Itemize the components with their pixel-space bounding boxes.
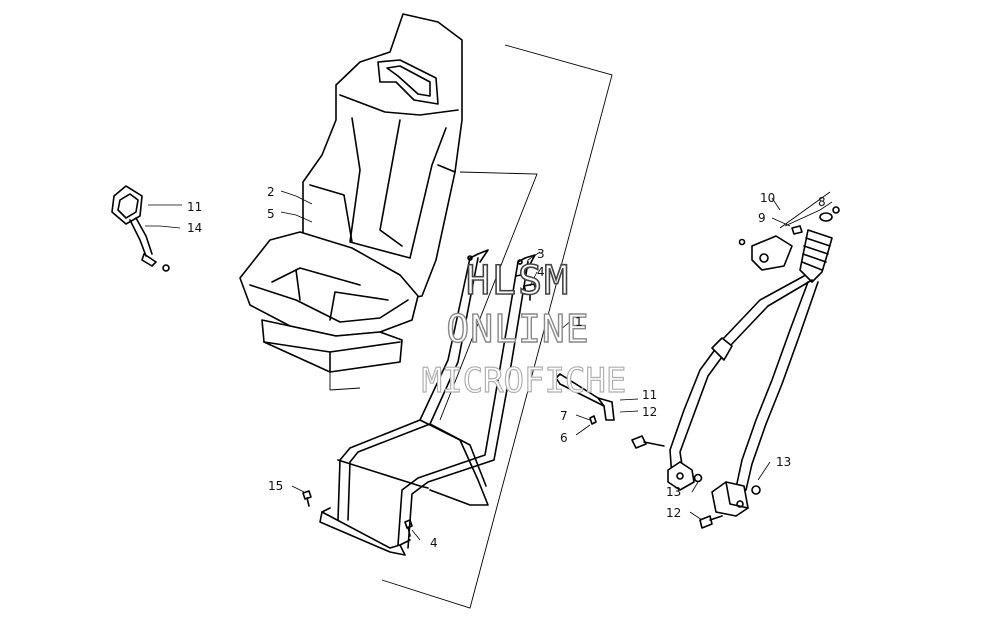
- callout-11-right: 11: [642, 388, 657, 402]
- callout-4-bottom: 4: [430, 536, 438, 550]
- callout-2: 2: [267, 185, 275, 199]
- watermark-line-3: MICROFICHE: [422, 361, 627, 401]
- watermark-line-1: HLSM: [466, 258, 570, 304]
- callout-13-right: 13: [776, 455, 791, 469]
- callout-12-top: 12: [642, 405, 657, 419]
- seat-assembly: [239, 13, 463, 373]
- callout-3: 3: [537, 247, 545, 261]
- callout-7: 7: [560, 409, 568, 423]
- buckle-left: [111, 185, 170, 272]
- seat-belt-assembly: [631, 191, 840, 529]
- callout-10: 10: [760, 191, 775, 205]
- watermark-line-2: ONLINE: [446, 307, 589, 351]
- callout-5: 5: [267, 207, 275, 221]
- leader-lines: [145, 190, 833, 541]
- callout-11-left: 11: [187, 200, 202, 214]
- callout-12-bottom: 12: [666, 506, 681, 520]
- bracket: [555, 373, 615, 421]
- callout-8: 8: [818, 195, 826, 209]
- callout-6: 6: [560, 431, 568, 445]
- seat-frame: [319, 249, 536, 556]
- callout-9: 9: [758, 211, 766, 225]
- watermark: HLSM ONLINE MICROFICHE: [421, 257, 627, 401]
- callout-13-left: 13: [666, 485, 681, 499]
- callout-labels: 1 2 3 4 4 5 6 7 8 9 10 11 11 12 12 13 13…: [187, 185, 826, 550]
- callout-1: 1: [575, 315, 583, 329]
- callout-4-top: 4: [537, 265, 545, 279]
- callout-15: 15: [268, 479, 283, 493]
- callout-14: 14: [187, 221, 202, 235]
